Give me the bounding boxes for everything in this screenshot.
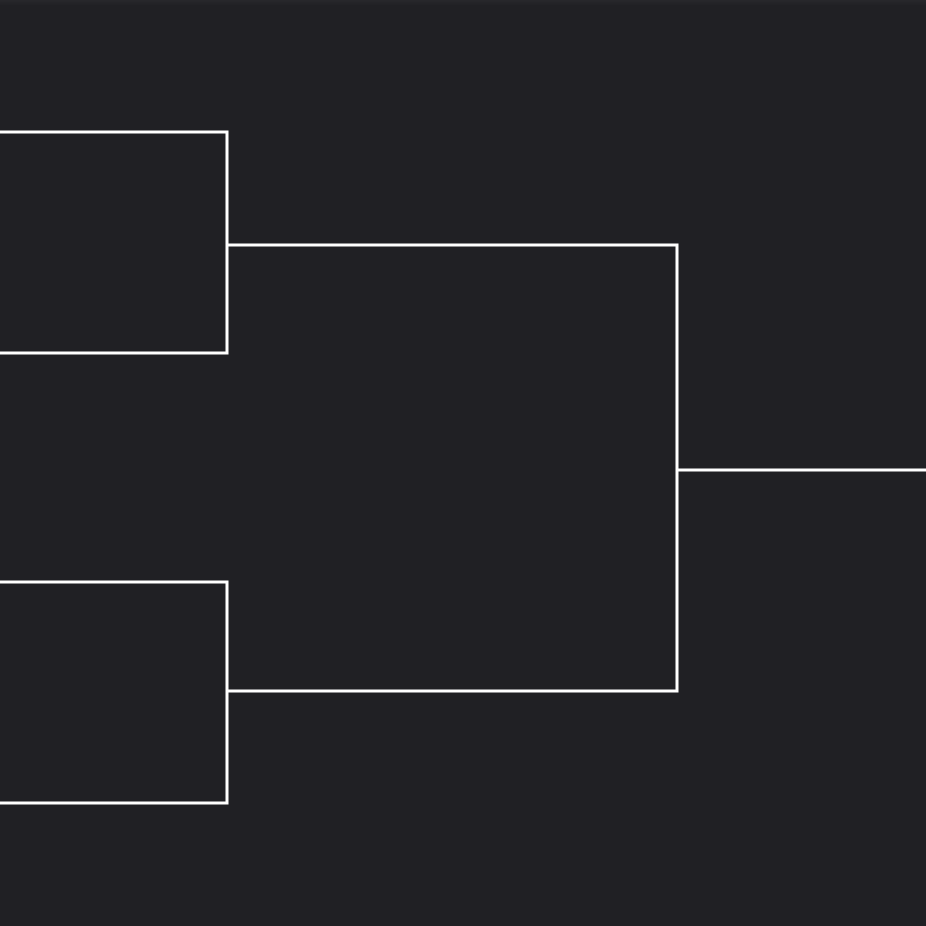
bracket-match-bottom (0, 580, 679, 805)
bracket-match-top (0, 130, 679, 355)
top-edge-shade (0, 0, 926, 6)
